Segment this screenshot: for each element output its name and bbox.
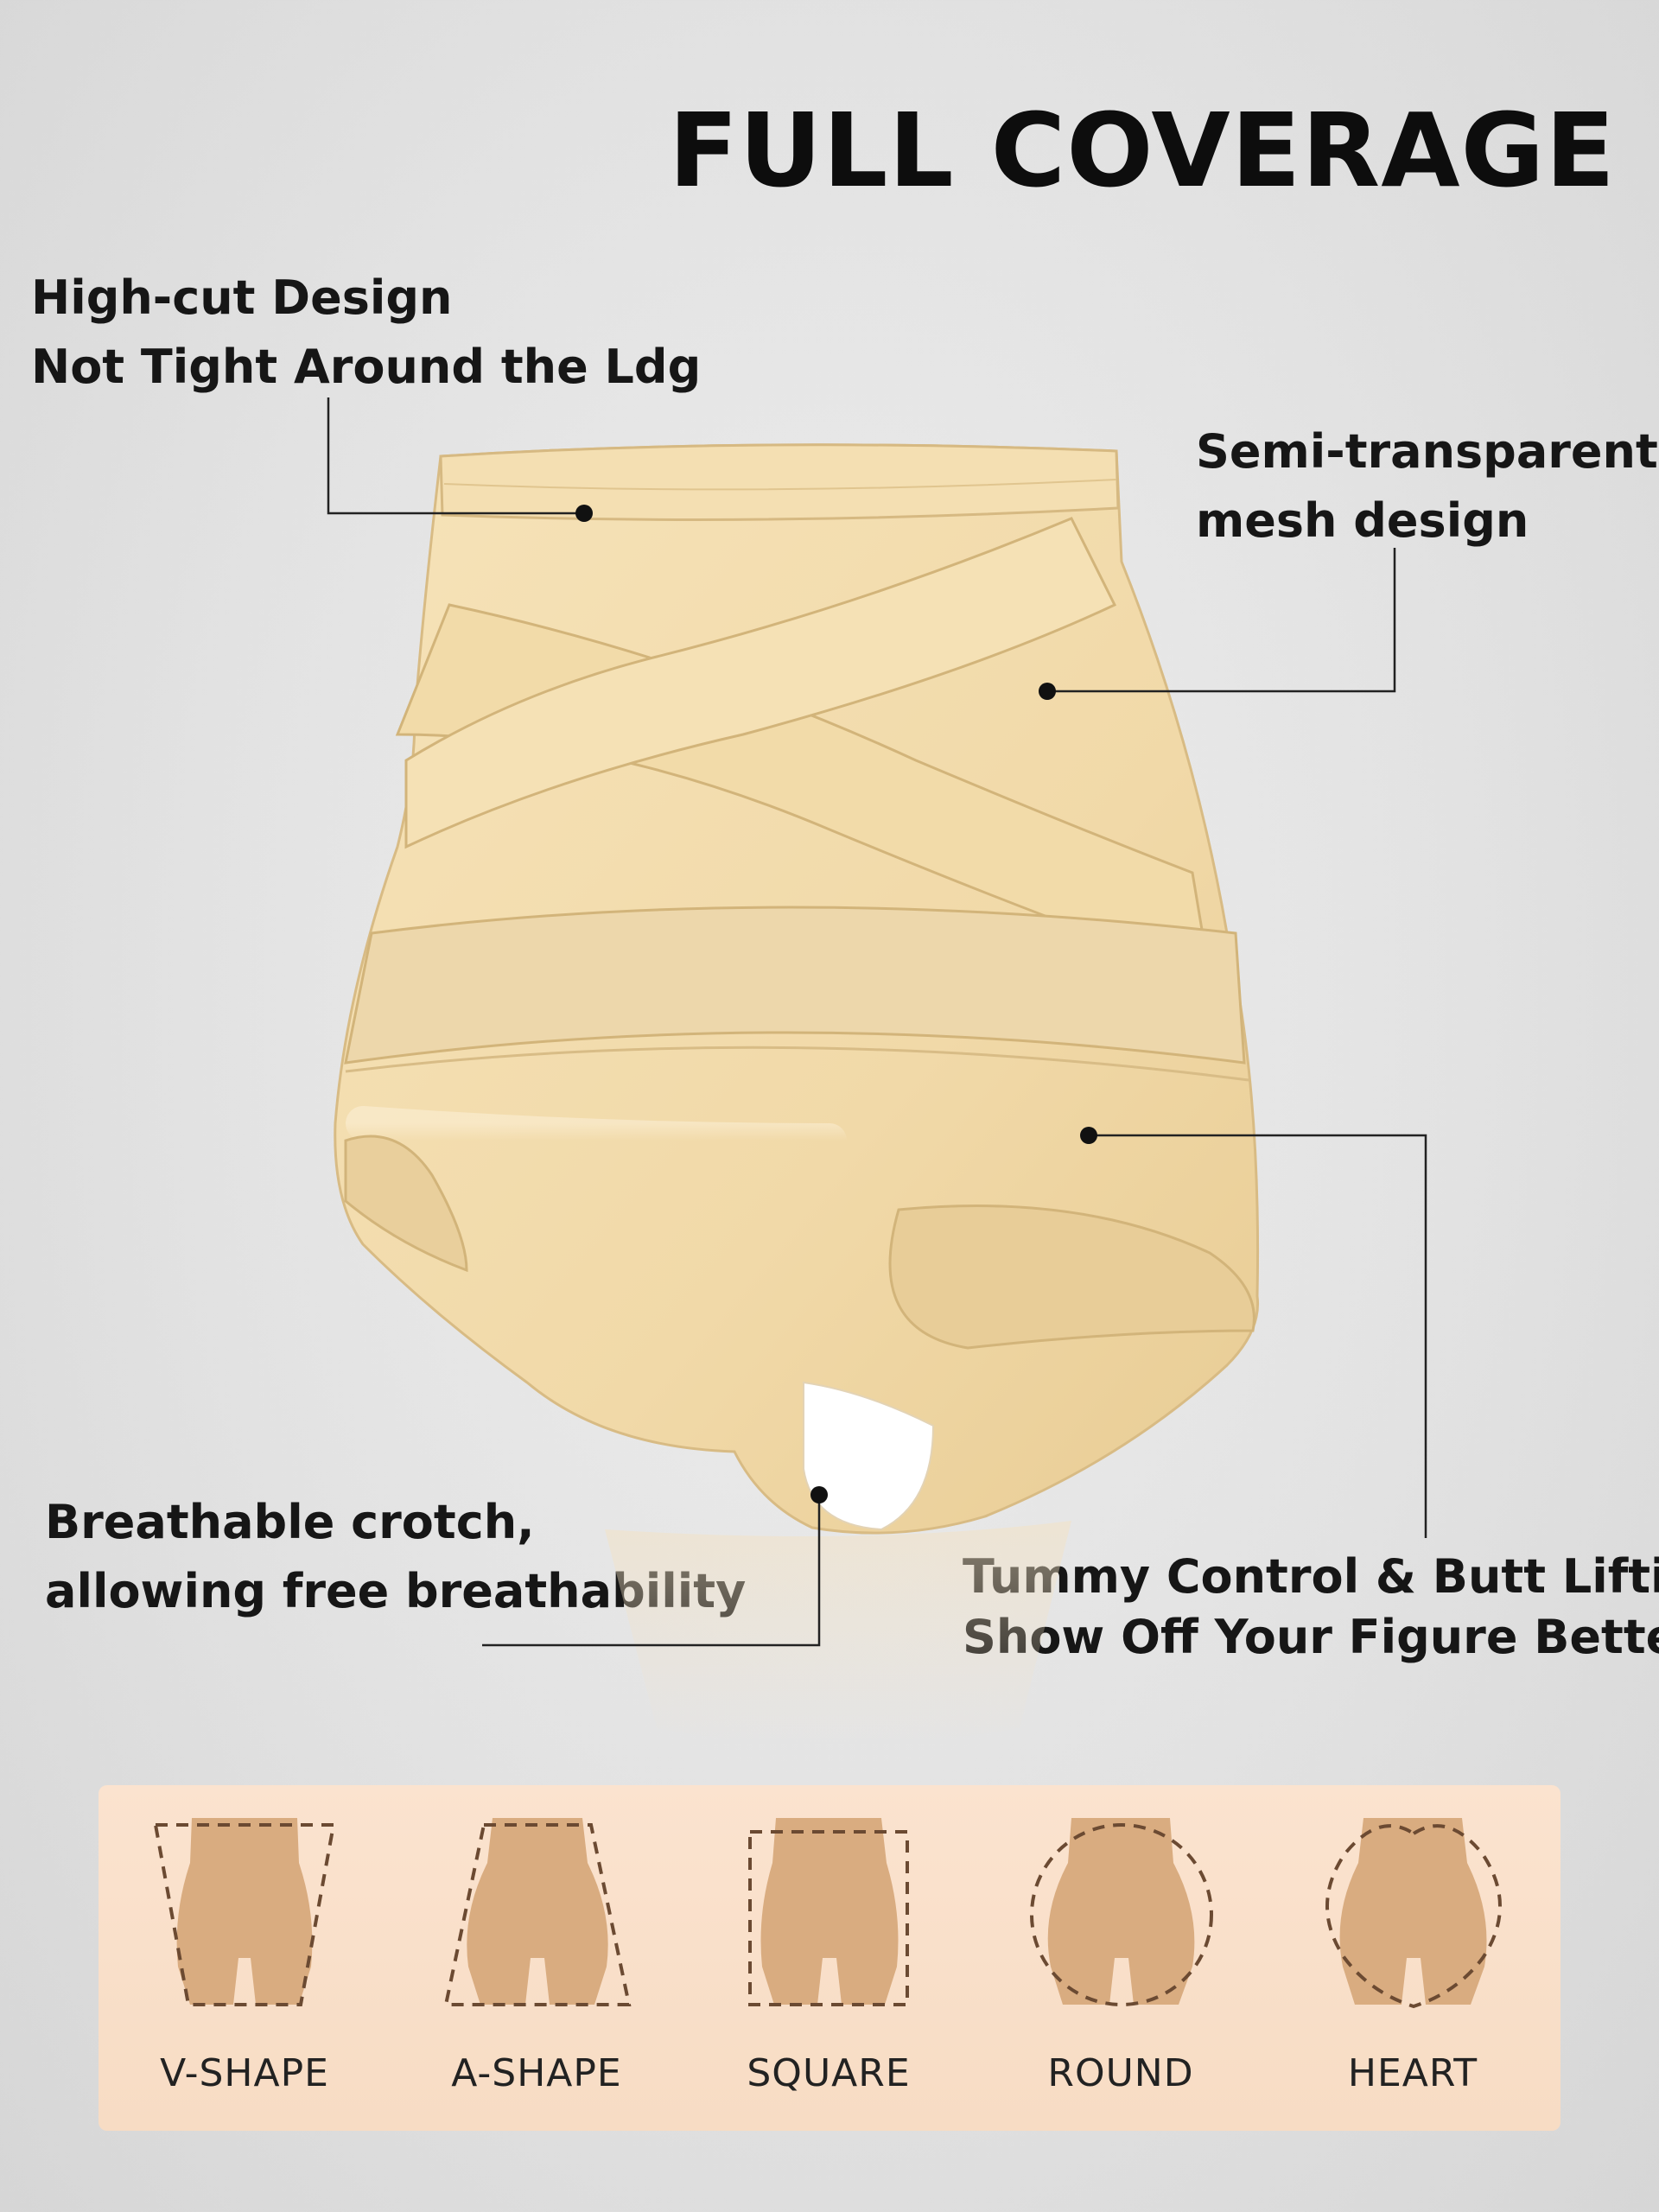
v-shape-body-icon [153,1818,336,2006]
callout-mesh-line-2: mesh design [1196,493,1529,548]
round-body-icon [1030,1818,1213,2006]
leg-opening-left [344,1135,468,1273]
marker-dot-crotch [810,1486,828,1503]
callout-tummy: Tummy Control & Butt Lifting Show Off Yo… [963,1547,1659,1668]
marker-dot-mesh [1039,683,1056,700]
heart-body-icon [1325,1818,1502,2009]
body-shape-v: V-SHAPE [99,1785,391,2131]
mesh-panel [344,906,1246,1065]
callout-crotch-line-1: Breathable crotch, [45,1495,535,1549]
leader-line-tummy [1089,1134,1427,1538]
callout-tummy-line-1: Tummy Control & Butt Lifting [963,1549,1659,1604]
callout-high-cut-line-1: High-cut Design [31,270,453,325]
body-shape-label-v: V-SHAPE [160,2051,329,2095]
body-shape-label-heart: HEART [1347,2051,1478,2095]
waistband [439,443,1120,521]
callout-high-cut: High-cut Design Not Tight Around the Ldg [31,264,701,402]
product-reflection [605,1521,1071,1745]
square-body-icon [748,1818,909,2006]
body-shapes-panel: V-SHAPE A-SHAPE SQUARE ROUND HEART [99,1785,1560,2131]
crotch-lining [803,1381,935,1531]
marker-dot-high-cut [575,505,593,522]
leader-line-mesh [1047,548,1396,693]
body-shape-a: A-SHAPE [391,1785,683,2131]
leader-line-high-cut [327,397,584,515]
body-shape-square: SQUARE [683,1785,975,2131]
shapewear-product-image [327,397,1427,1745]
body-shape-label-round: ROUND [1047,2051,1194,2095]
body-shape-label-square: SQUARE [747,2051,911,2095]
leg-opening-right [888,1205,1255,1350]
a-shape-body-icon [443,1818,632,2006]
leader-line-crotch [482,1497,821,1647]
page-title: FULL COVERAGE [668,91,1616,210]
callout-mesh-line-1: Semi-transparent [1196,424,1658,479]
callout-tummy-line-2: Show Off Your Figure Better [963,1610,1659,1664]
body-shape-label-a: A-SHAPE [451,2051,622,2095]
callout-mesh: Semi-transparent mesh design [1196,417,1658,556]
crossover-band-right [404,517,1117,849]
marker-dot-tummy [1080,1127,1097,1144]
callout-high-cut-line-2: Not Tight Around the Ldg [31,340,702,394]
body-shape-round: ROUND [975,1785,1267,2131]
body-shape-heart: HEART [1267,1785,1559,2131]
